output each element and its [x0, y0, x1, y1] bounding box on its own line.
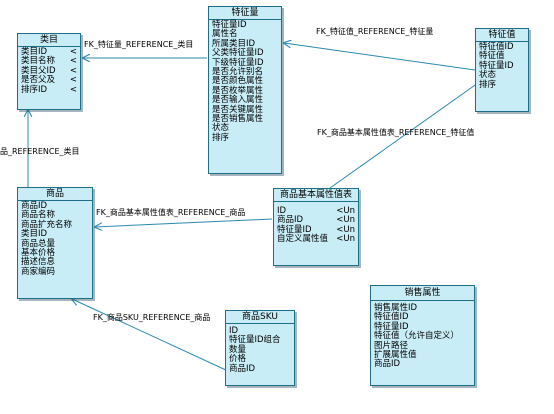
entity-field: 排序 [212, 132, 230, 143]
entity-product-attr[interactable]: 商品基本属性值表 ID<Un 商品ID<Un 特征量ID<Un 自定义属性值<U… [273, 188, 359, 266]
entity-title: 商品基本属性值表 [274, 189, 358, 202]
entity-field: 描述信息 [21, 257, 56, 268]
entity-field: 特征值ID [479, 42, 514, 52]
entity-field: 特征量ID [374, 321, 409, 332]
entity-field: 商品ID [21, 201, 48, 211]
entity-title: 商品SKU [226, 311, 294, 324]
entity-field: 数量 [229, 344, 247, 355]
entity-title: 类目 [18, 34, 80, 47]
entity-field: 是否允许别名 [212, 67, 264, 78]
entity-title: 商品 [18, 188, 92, 201]
entity-field: 特征值 [479, 51, 505, 62]
entity-field: 是否销售属性 [212, 114, 264, 125]
label-feature-value-feature: FK_特征值_REFERENCE_特征量 [316, 27, 434, 36]
entity-feature-value[interactable]: 特征值 特征值ID 特征值 特征量ID 状态 排序 [475, 28, 529, 112]
entity-field: 状态 [212, 123, 230, 134]
entity-field: 是否父及< [21, 75, 77, 86]
entity-field: 父类特征量ID [212, 48, 264, 59]
entity-field: 特征量ID组合 [229, 335, 281, 346]
entity-field: 商品扩充名称 [21, 219, 73, 230]
line-attr-product [95, 218, 273, 227]
label-sku-product: FK_商品SKU_REFERENCE_商品 [93, 313, 211, 322]
entity-field: 所属类目ID [212, 38, 256, 49]
entity-field: 价格 [229, 354, 247, 365]
entity-field: 特征量ID<Un [277, 224, 355, 235]
entity-field: 类目ID [21, 229, 48, 240]
entity-field: 特征量ID [212, 20, 247, 30]
entity-field: 商品ID [229, 363, 256, 374]
entity-title: 特征值 [476, 29, 528, 42]
label-product-category: 品_REFERENCE_类目 [0, 147, 80, 156]
line-feature-value-feature [284, 43, 476, 71]
entity-field: 商品ID [374, 359, 401, 370]
line-sku-product [72, 299, 229, 372]
entity-field: 是否颜色属性 [212, 76, 264, 87]
entity-field: 类目父ID< [21, 65, 77, 76]
entity-field: 自定义属性值<Un [277, 234, 355, 245]
line-attr-feature-value [329, 78, 485, 189]
entity-field: 特征值ID [374, 312, 409, 323]
entity-field: 基本价格 [21, 248, 56, 259]
entity-field: 图片路径 [374, 340, 409, 351]
entity-field: ID [229, 326, 239, 336]
entity-field: 类目名称< [21, 56, 77, 67]
entity-field: 商家编码 [21, 266, 56, 277]
entity-field: 是否枚举属性 [212, 85, 264, 96]
label-attr-product: FK_商品基本属性值表_REFERENCE_商品 [96, 208, 246, 217]
entity-field: 商品总量 [21, 238, 56, 249]
label-attr-feature-value: FK_商品基本属性值表_REFERENCE_特征值 [317, 128, 475, 137]
entity-field: 是否关键属性 [212, 104, 264, 115]
entity-field: 排序 [479, 79, 497, 90]
entity-field: 属性名 [212, 29, 238, 40]
entity-field: 商品ID<Un [277, 215, 355, 226]
entity-field: 排序ID< [21, 84, 77, 95]
entity-title: 特征量 [209, 7, 281, 20]
entity-field: 类目ID< [21, 47, 77, 57]
entity-field: 下级特征量ID [212, 57, 264, 68]
entity-product[interactable]: 商品 商品ID 商品名称 商品扩充名称 类目ID 商品总量 基本价格 描述信息 … [17, 187, 93, 299]
entity-field: 是否输入属性 [212, 95, 264, 106]
entity-field: 特征值（允许自定义） [374, 331, 460, 342]
entity-sales-attr[interactable]: 销售属性 销售属性ID 特征值ID 特征量ID 特征值（允许自定义） 图片路径 … [370, 285, 475, 386]
entity-field: ID<Un [277, 206, 355, 216]
entity-field: 扩展属性值 [374, 350, 417, 361]
entity-field: 销售属性ID [374, 303, 418, 313]
entity-title: 销售属性 [371, 286, 474, 301]
entity-field: 特征量ID [479, 60, 514, 71]
entity-field: 状态 [479, 70, 497, 81]
entity-feature[interactable]: 特征量 特征量ID 属性名 所属类目ID 父类特征量ID 下级特征量ID 是否允… [208, 6, 282, 174]
entity-category[interactable]: 类目 类目ID< 类目名称< 类目父ID< 是否父及< 排序ID< [17, 33, 81, 110]
entity-sku[interactable]: 商品SKU ID 特征量ID组合 数量 价格 商品ID [225, 310, 295, 386]
label-feature-category: FK_特征量_REFERENCE_类目 [84, 40, 194, 49]
entity-field: 商品名称 [21, 210, 56, 221]
